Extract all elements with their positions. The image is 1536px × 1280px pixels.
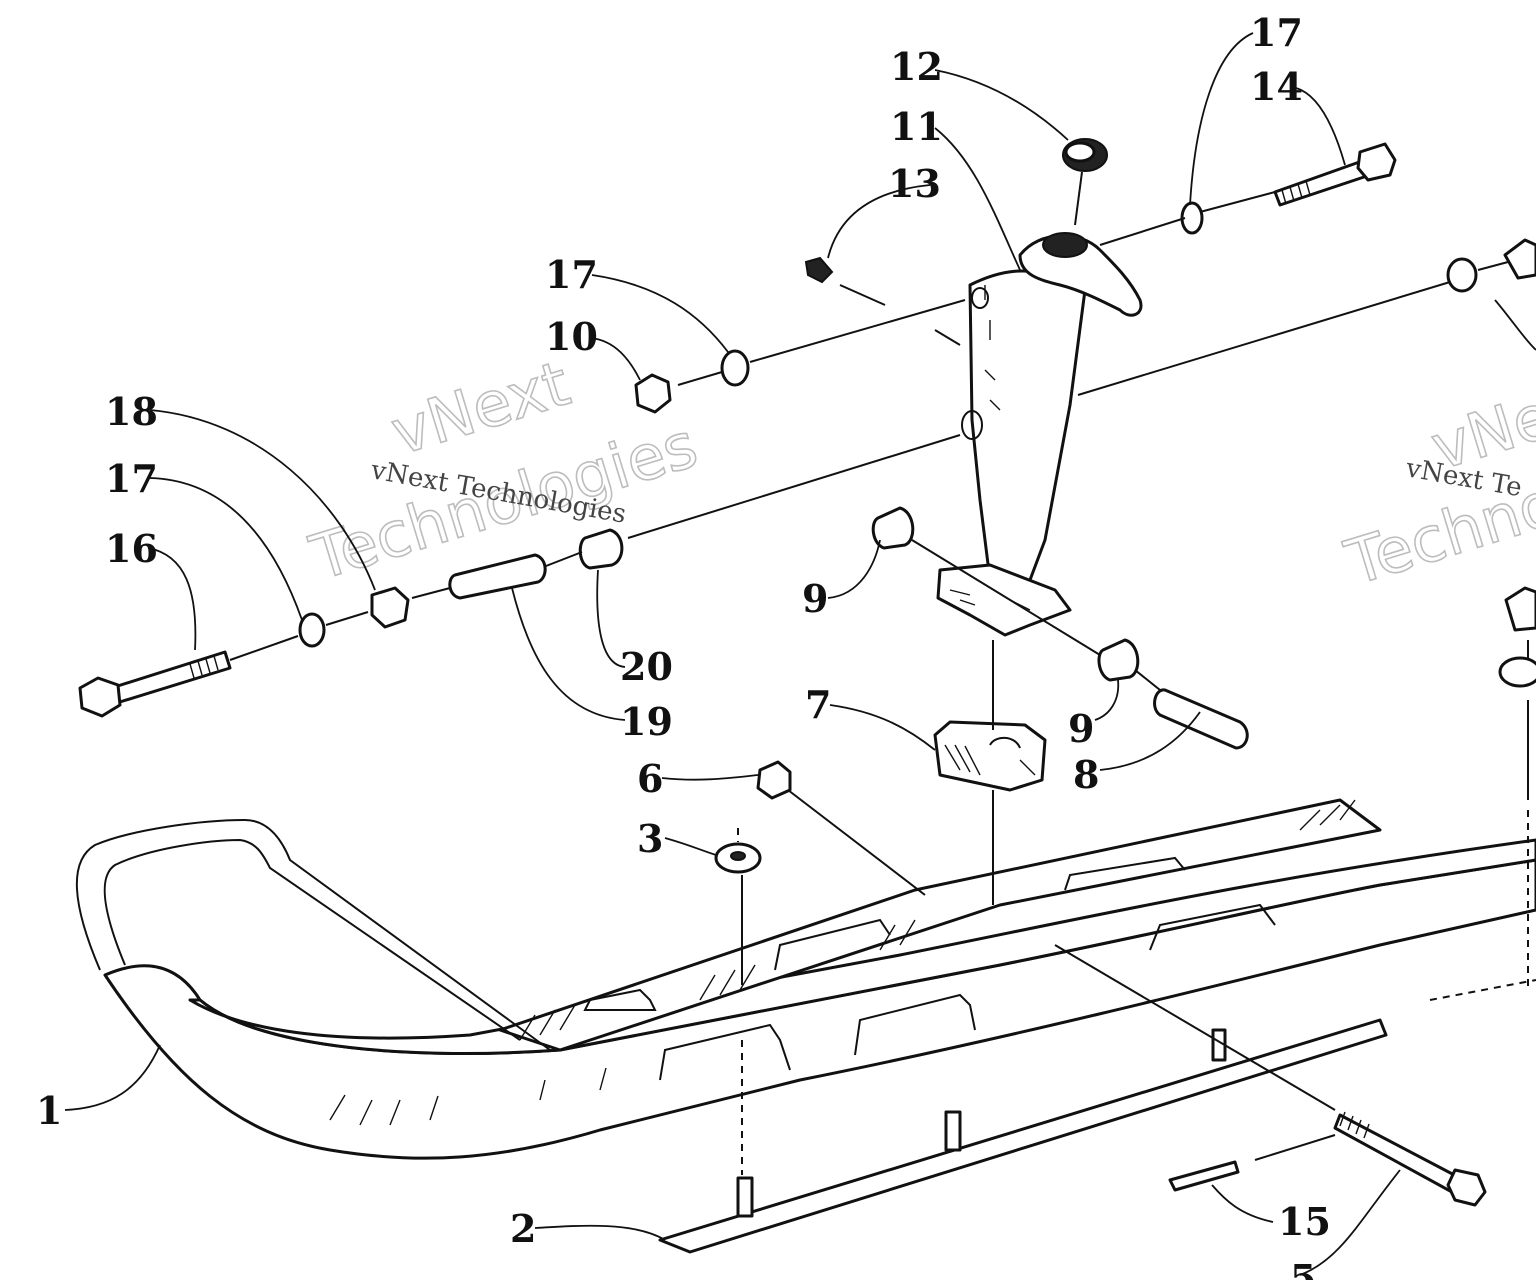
- ski-body: [75, 798, 1536, 1160]
- ski-side-hatching: [329, 1067, 607, 1126]
- callout-labels: 1 2 3 5 6 7 8 9 9 10 11 12 13 14 15 16 1…: [36, 10, 1331, 1280]
- wear-bar-stud-1: [736, 1176, 754, 1218]
- ski-window-3: [774, 918, 891, 971]
- callout-17-top: 17: [1250, 10, 1303, 55]
- assembly-axes: [229, 171, 1529, 1175]
- callout-5: 5: [1290, 1256, 1316, 1280]
- ski-window-6: [1149, 903, 1276, 951]
- part-19-sleeve: [448, 553, 547, 600]
- part-14-bolt: [1273, 142, 1397, 207]
- part-5-bolt: [1333, 1111, 1487, 1207]
- part-12-plug: [1062, 138, 1108, 172]
- callout-8: 8: [1073, 752, 1099, 797]
- callout-19: 19: [620, 699, 673, 744]
- wear-bar-stud-2: [944, 1110, 962, 1152]
- callout-3: 3: [637, 816, 663, 861]
- ski-window-1: [583, 988, 657, 1011]
- spindle-upper-hole: [971, 287, 989, 309]
- part-20-bushing: [578, 528, 624, 570]
- callout-9-upper: 9: [802, 576, 828, 621]
- callout-11: 11: [890, 104, 943, 149]
- part-edge-fitting: [1503, 238, 1536, 280]
- callout-17-left: 17: [105, 456, 158, 501]
- ski-loop-inner: [103, 838, 521, 1041]
- part-9-bushing-lower: [1097, 638, 1140, 682]
- part-7-saddle-block: [933, 720, 1047, 792]
- part-15-rivet: [1168, 1160, 1240, 1192]
- ski-hidden-line: [1429, 979, 1536, 1001]
- spindle-hatching: [949, 285, 1031, 611]
- spindle: [936, 232, 1143, 637]
- part-13-grease-fitting: [804, 256, 834, 284]
- part-3-washer: [714, 842, 762, 874]
- callout-12: 12: [890, 44, 943, 89]
- callout-18: 18: [105, 389, 158, 434]
- callout-13: 13: [888, 161, 941, 206]
- part-edge-bushing: [1446, 257, 1478, 293]
- part-10-nut: [634, 373, 672, 414]
- callout-6: 6: [637, 756, 663, 801]
- ski-spine: [498, 798, 1382, 1052]
- ski-window-2: [659, 1023, 791, 1081]
- spindle-tube: [968, 269, 1087, 582]
- part-17-washer-mid: [720, 349, 750, 387]
- part-edge-nut: [1504, 586, 1536, 632]
- callout-17-mid: 17: [545, 252, 598, 297]
- wear-bar: [658, 1018, 1388, 1254]
- ski-loop-outer: [75, 818, 551, 1051]
- part-9-bushing-upper: [871, 506, 915, 550]
- callout-10: 10: [545, 314, 598, 359]
- part-8-sleeve: [1153, 688, 1249, 750]
- spindle-top-cap: [1042, 232, 1088, 258]
- wear-bar-strip: [658, 1018, 1388, 1254]
- part-6-nut: [756, 760, 792, 800]
- leader-lines: [64, 32, 1536, 1276]
- callout-2: 2: [510, 1206, 536, 1251]
- callout-15: 15: [1278, 1199, 1331, 1244]
- ski-shell: [103, 858, 1536, 1160]
- callout-16: 16: [105, 526, 158, 571]
- watermark-right: vNe Techno vNext Te: [1336, 378, 1536, 600]
- part-edge-washer: [1498, 656, 1536, 688]
- part-16-bolt: [78, 650, 232, 718]
- callout-9-lower: 9: [1068, 706, 1094, 751]
- ski-window-4: [854, 993, 976, 1056]
- ski-hatching: [519, 799, 1356, 1041]
- callout-14: 14: [1250, 64, 1303, 109]
- part-18-nut: [370, 586, 410, 629]
- part-17-washer-left: [298, 612, 326, 648]
- callout-1: 1: [36, 1088, 62, 1133]
- callout-7: 7: [805, 682, 831, 727]
- spindle-bolt-hole: [961, 410, 983, 440]
- callout-20: 20: [620, 644, 673, 689]
- ski-window-5: [1064, 856, 1186, 891]
